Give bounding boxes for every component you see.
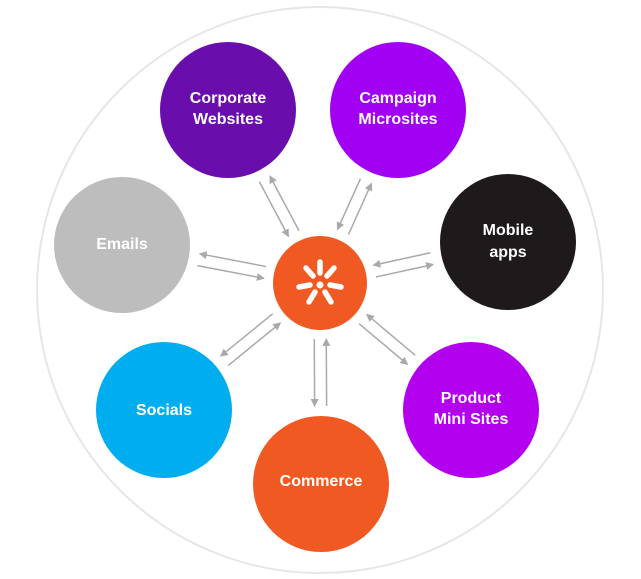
node-circle [96, 342, 232, 478]
node-label-line-1: Emails [96, 236, 148, 253]
node-mobile-apps: Mobile apps [440, 174, 576, 310]
arrow-inward [336, 178, 362, 231]
node-circle [330, 42, 466, 178]
node-corporate-websites: Corporate Websites [160, 42, 296, 178]
arrow-inward [197, 264, 265, 281]
arrow-outward [347, 182, 373, 235]
arrow-inward [227, 322, 282, 366]
arrow-inward [365, 313, 416, 356]
node-campaign-microsites: Campaign Microsites [330, 42, 466, 178]
node-circle [440, 174, 576, 310]
arrow-inward [372, 252, 431, 268]
arrow-inward [258, 181, 290, 238]
asterisk-logo-icon [296, 259, 344, 305]
node-socials: Socials [96, 342, 232, 478]
node-circle [403, 342, 539, 478]
hub [273, 236, 367, 330]
arrow-outward [375, 262, 435, 278]
node-label-line-2: apps [489, 244, 526, 261]
outer-ring [36, 6, 604, 574]
node-circle [160, 42, 296, 178]
arrow-outward [198, 251, 267, 268]
node-label-line-2: Websites [193, 111, 263, 128]
node-label-line-2: Microsites [358, 111, 437, 128]
node-circle [54, 177, 190, 313]
node-circle [253, 416, 389, 552]
node-label-line-1: Mobile [483, 222, 534, 239]
node-commerce: Commerce [253, 416, 389, 552]
node-product-mini-sites: Product Mini Sites [403, 342, 539, 478]
node-label-line-1: Corporate [190, 90, 267, 107]
arrow-outward [358, 323, 409, 366]
node-label-line-1: Product [441, 390, 502, 407]
node-emails: Emails [54, 177, 190, 313]
node-label-line-2: Mini Sites [434, 411, 509, 428]
node-label-line-1: Socials [136, 402, 192, 419]
node-label-line-1: Campaign [359, 90, 436, 107]
arrow-outward [269, 175, 300, 232]
node-label-line-1: Commerce [280, 473, 363, 490]
arrow-outward [219, 313, 274, 357]
connection-arrows [197, 175, 435, 408]
